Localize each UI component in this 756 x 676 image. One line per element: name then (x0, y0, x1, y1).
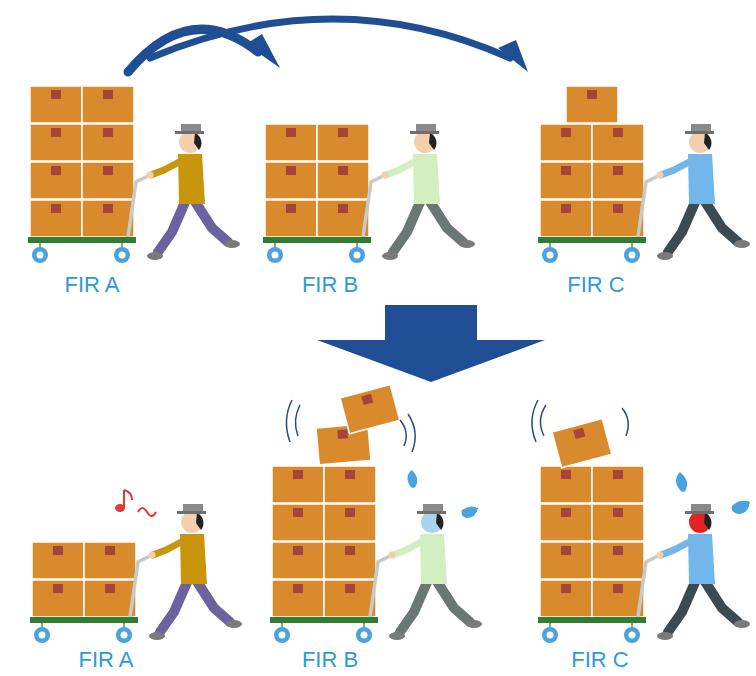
cart-label: FIR C (571, 647, 628, 672)
flow-arrows (128, 19, 528, 72)
sweat-drops (407, 470, 478, 518)
shake-lines (286, 400, 415, 452)
cart-a-before (28, 86, 240, 263)
cart-c-after (532, 400, 750, 643)
cart-label: FIR B (302, 647, 358, 672)
music-note (115, 490, 156, 516)
cart-label: FIR A (64, 272, 119, 297)
sweat-drops (676, 472, 750, 514)
down-arrow (317, 305, 545, 382)
cart-label: FIR A (78, 647, 133, 672)
cart-a-after (30, 490, 242, 643)
cart-label: FIR B (302, 272, 358, 297)
cart-b-before (263, 124, 475, 263)
cart-label: FIR C (567, 272, 624, 297)
cart-b-after (270, 385, 482, 643)
shake-lines (532, 400, 628, 442)
cart-c-before (538, 86, 750, 263)
